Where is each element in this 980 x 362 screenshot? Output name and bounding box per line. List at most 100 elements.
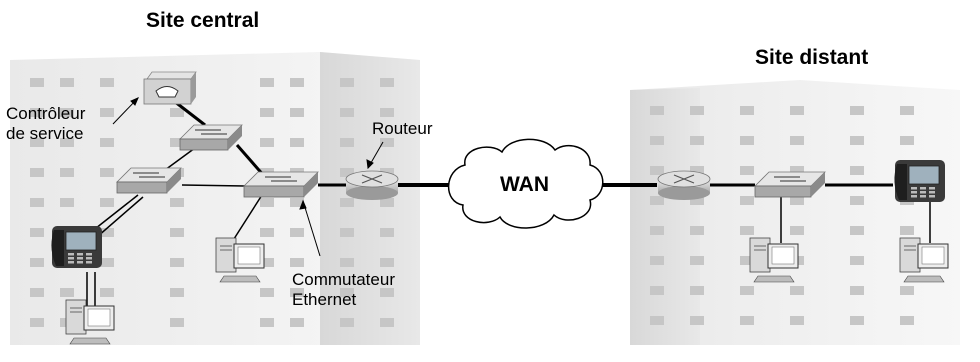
window: [260, 108, 274, 117]
window: [340, 198, 354, 207]
window: [690, 106, 704, 115]
window: [340, 318, 354, 327]
window: [690, 226, 704, 235]
window: [170, 228, 184, 237]
window: [340, 138, 354, 147]
window: [100, 78, 114, 87]
window: [290, 228, 304, 237]
window: [740, 286, 754, 295]
remote-pc-switch: [749, 237, 799, 283]
window: [170, 138, 184, 147]
central-ip-phone: [51, 226, 102, 268]
window: [30, 258, 44, 267]
window: [790, 316, 804, 325]
window: [790, 226, 804, 235]
computers: [65, 237, 949, 345]
window: [850, 286, 864, 295]
service-controller-device: [143, 71, 197, 105]
window: [650, 106, 664, 115]
window: [740, 256, 754, 265]
link-ethernet-switch-pc: [231, 194, 263, 243]
central-site-title: Site central: [146, 9, 260, 32]
ethernet-switch-label-1: Commutateur: [292, 270, 395, 289]
central-router: [345, 170, 399, 200]
central-pc-phone: [65, 299, 115, 345]
window: [290, 108, 304, 117]
remote-router: [657, 170, 711, 200]
window: [170, 258, 184, 267]
window: [850, 316, 864, 325]
phones: [51, 160, 945, 268]
window: [900, 136, 914, 145]
window: [100, 228, 114, 237]
left-switch: [116, 167, 182, 194]
window: [690, 166, 704, 175]
window: [740, 166, 754, 175]
window: [740, 316, 754, 325]
window: [260, 78, 274, 87]
window: [790, 136, 804, 145]
window: [650, 286, 664, 295]
wan-cloud: [447, 138, 604, 229]
window: [850, 256, 864, 265]
window: [290, 318, 304, 327]
ethernet-switch: [243, 171, 319, 198]
window: [290, 78, 304, 87]
window: [340, 78, 354, 87]
window: [900, 106, 914, 115]
remote-ip-phone: [894, 160, 945, 202]
window: [30, 288, 44, 297]
window: [100, 198, 114, 207]
window: [380, 258, 394, 267]
window: [790, 106, 804, 115]
window: [290, 288, 304, 297]
link-left-switch-upper: [164, 147, 196, 171]
window: [30, 78, 44, 87]
remote-pc-phone: [899, 237, 949, 283]
window: [380, 288, 394, 297]
window: [380, 318, 394, 327]
window: [850, 136, 864, 145]
window: [650, 196, 664, 205]
window: [170, 108, 184, 117]
window: [260, 288, 274, 297]
window: [60, 138, 74, 147]
ethernet-switch-label-2: Ethernet: [292, 290, 357, 309]
remote-site-title: Site distant: [755, 46, 869, 69]
window: [790, 196, 804, 205]
window: [60, 78, 74, 87]
window: [30, 318, 44, 327]
window: [340, 258, 354, 267]
window: [740, 106, 754, 115]
window: [380, 138, 394, 147]
window: [30, 138, 44, 147]
window: [790, 286, 804, 295]
window: [650, 226, 664, 235]
window: [60, 288, 74, 297]
window: [100, 138, 114, 147]
window: [30, 168, 44, 177]
window: [690, 196, 704, 205]
switches: [116, 124, 826, 198]
window: [740, 226, 754, 235]
window: [690, 136, 704, 145]
window: [30, 228, 44, 237]
window: [340, 228, 354, 237]
window: [340, 168, 354, 177]
window: [650, 136, 664, 145]
window: [260, 138, 274, 147]
window: [790, 166, 804, 175]
window: [650, 256, 664, 265]
window: [380, 78, 394, 87]
window: [170, 288, 184, 297]
callouts: [112, 97, 384, 257]
window: [260, 198, 274, 207]
window: [30, 198, 44, 207]
window: [170, 198, 184, 207]
wan-label: WAN: [500, 173, 549, 196]
window: [900, 226, 914, 235]
window: [740, 136, 754, 145]
window: [380, 198, 394, 207]
window: [850, 196, 864, 205]
